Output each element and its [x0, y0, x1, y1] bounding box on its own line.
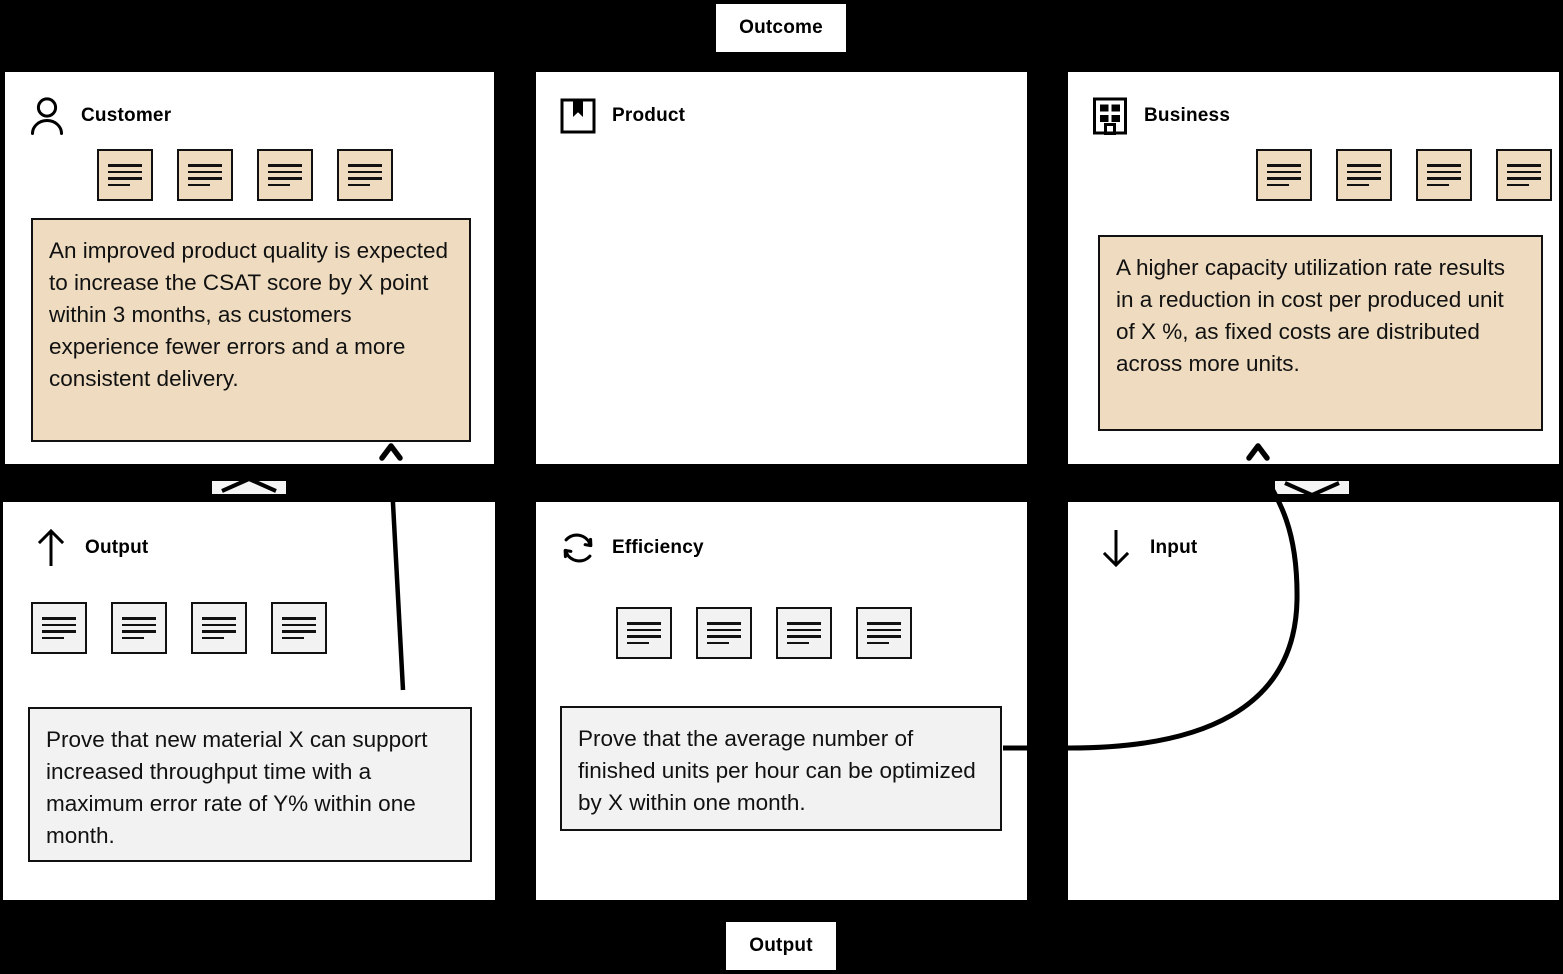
doc-chip[interactable]	[1256, 149, 1312, 201]
statement-customer[interactable]: An improved product quality is expected …	[31, 218, 471, 442]
card-title-output: Output	[85, 537, 149, 558]
statement-business[interactable]: A higher capacity utilization rate resul…	[1098, 235, 1543, 431]
statement-efficiency[interactable]: Prove that the average number of finishe…	[560, 706, 1002, 831]
doc-chip[interactable]	[1416, 149, 1472, 201]
band-label-output: Output	[726, 922, 836, 970]
statement-output[interactable]: Prove that new material X can support in…	[28, 707, 472, 862]
doc-chip[interactable]	[97, 149, 153, 201]
connector-gutter-strip-right	[1275, 481, 1349, 494]
card-business[interactable]: Business A higher capacity utilization r…	[1068, 72, 1559, 464]
doc-chip[interactable]	[616, 607, 672, 659]
card-title-customer: Customer	[81, 105, 172, 126]
doc-chip[interactable]	[177, 149, 233, 201]
doc-row-output	[31, 602, 327, 654]
doc-chip[interactable]	[1496, 149, 1552, 201]
card-input[interactable]: Input	[1068, 502, 1559, 900]
package-icon	[558, 94, 598, 138]
doc-chip[interactable]	[776, 607, 832, 659]
card-header-customer: Customer	[27, 94, 171, 138]
arrow-down-icon	[1096, 526, 1136, 570]
doc-chip[interactable]	[257, 149, 313, 201]
cycle-icon	[558, 526, 598, 570]
doc-chip[interactable]	[856, 607, 912, 659]
card-customer[interactable]: Customer An improved product quality is …	[5, 72, 494, 464]
card-header-product: Product	[558, 94, 685, 138]
card-efficiency[interactable]: Efficiency Prove that the average number…	[536, 502, 1027, 900]
doc-chip[interactable]	[1336, 149, 1392, 201]
doc-row-business	[1256, 149, 1552, 201]
doc-chip[interactable]	[31, 602, 87, 654]
doc-chip[interactable]	[337, 149, 393, 201]
person-icon	[27, 94, 67, 138]
card-header-output: Output	[31, 526, 148, 570]
card-title-business: Business	[1144, 105, 1231, 126]
card-title-input: Input	[1150, 537, 1198, 558]
doc-chip[interactable]	[191, 602, 247, 654]
connector-gutter-strip-left	[212, 481, 286, 494]
card-header-business: Business	[1090, 94, 1230, 138]
card-header-input: Input	[1096, 526, 1197, 570]
card-title-product: Product	[612, 105, 686, 126]
card-product[interactable]: Product	[536, 72, 1027, 464]
card-title-efficiency: Efficiency	[612, 537, 704, 558]
doc-chip[interactable]	[271, 602, 327, 654]
doc-row-customer	[97, 149, 393, 201]
arrow-up-icon	[31, 526, 71, 570]
doc-chip[interactable]	[696, 607, 752, 659]
building-icon	[1090, 94, 1130, 138]
doc-row-efficiency	[616, 607, 912, 659]
doc-chip[interactable]	[111, 602, 167, 654]
band-label-outcome: Outcome	[716, 4, 846, 52]
card-output[interactable]: Output Prove that new material X can sup…	[3, 502, 495, 900]
card-header-efficiency: Efficiency	[558, 526, 704, 570]
